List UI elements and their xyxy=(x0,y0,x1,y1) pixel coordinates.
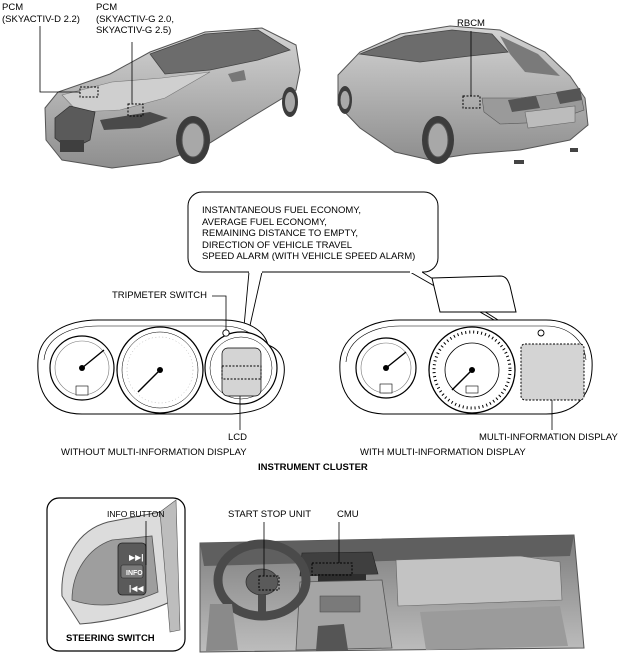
cmu-label: CMU xyxy=(337,509,359,520)
pcm-diesel-leader xyxy=(39,26,80,93)
mid-label: MULTI-INFORMATION DISPLAY xyxy=(479,432,618,443)
rbcm-label: RBCM xyxy=(457,18,485,29)
info-key-text: INFO xyxy=(126,570,143,577)
cluster-without-mid xyxy=(37,319,285,415)
svg-text:|◀◀: |◀◀ xyxy=(129,584,144,593)
without-mid-caption: WITHOUT MULTI-INFORMATION DISPLAY xyxy=(61,447,247,458)
pcm-gasoline-label: PCM (SKYACTIV-G 2.0, SKYACTIV-G 2.5) xyxy=(96,2,174,36)
front-car-illustration xyxy=(44,27,301,169)
svg-text:▶▶|: ▶▶| xyxy=(129,553,144,562)
callout-text: INSTANTANEOUS FUEL ECONOMY, AVERAGE FUEL… xyxy=(202,205,416,262)
tripmeter-knob xyxy=(222,329,230,337)
start-stop-unit-marker xyxy=(258,575,280,591)
rbcm-marker xyxy=(462,95,481,109)
tripmeter-switch-label: TRIPMETER SWITCH xyxy=(112,290,207,301)
cluster-with-mid xyxy=(339,275,593,415)
cmu-marker xyxy=(311,562,353,576)
lcd-screen xyxy=(221,347,262,397)
callout-box xyxy=(187,191,439,273)
pcm-gasoline-marker xyxy=(127,103,144,117)
mid-screen xyxy=(520,343,585,401)
with-mid-caption: WITH MULTI-INFORMATION DISPLAY xyxy=(360,447,526,458)
lcd-label: LCD xyxy=(228,432,248,443)
rear-car-illustration xyxy=(337,25,589,164)
steering-switch-title: STEERING SWITCH xyxy=(66,633,155,644)
start-stop-unit-label: START STOP UNIT xyxy=(228,509,312,520)
info-button-label: INFO BUTTON xyxy=(107,509,165,519)
tripmeter-leader xyxy=(212,295,227,330)
interior-dashboard-illustration xyxy=(199,534,585,653)
pcm-diesel-label: PCM (SKYACTIV-D 2.2) xyxy=(2,2,80,25)
info-button-key xyxy=(120,564,144,579)
instrument-cluster-title: INSTRUMENT CLUSTER xyxy=(258,462,368,473)
